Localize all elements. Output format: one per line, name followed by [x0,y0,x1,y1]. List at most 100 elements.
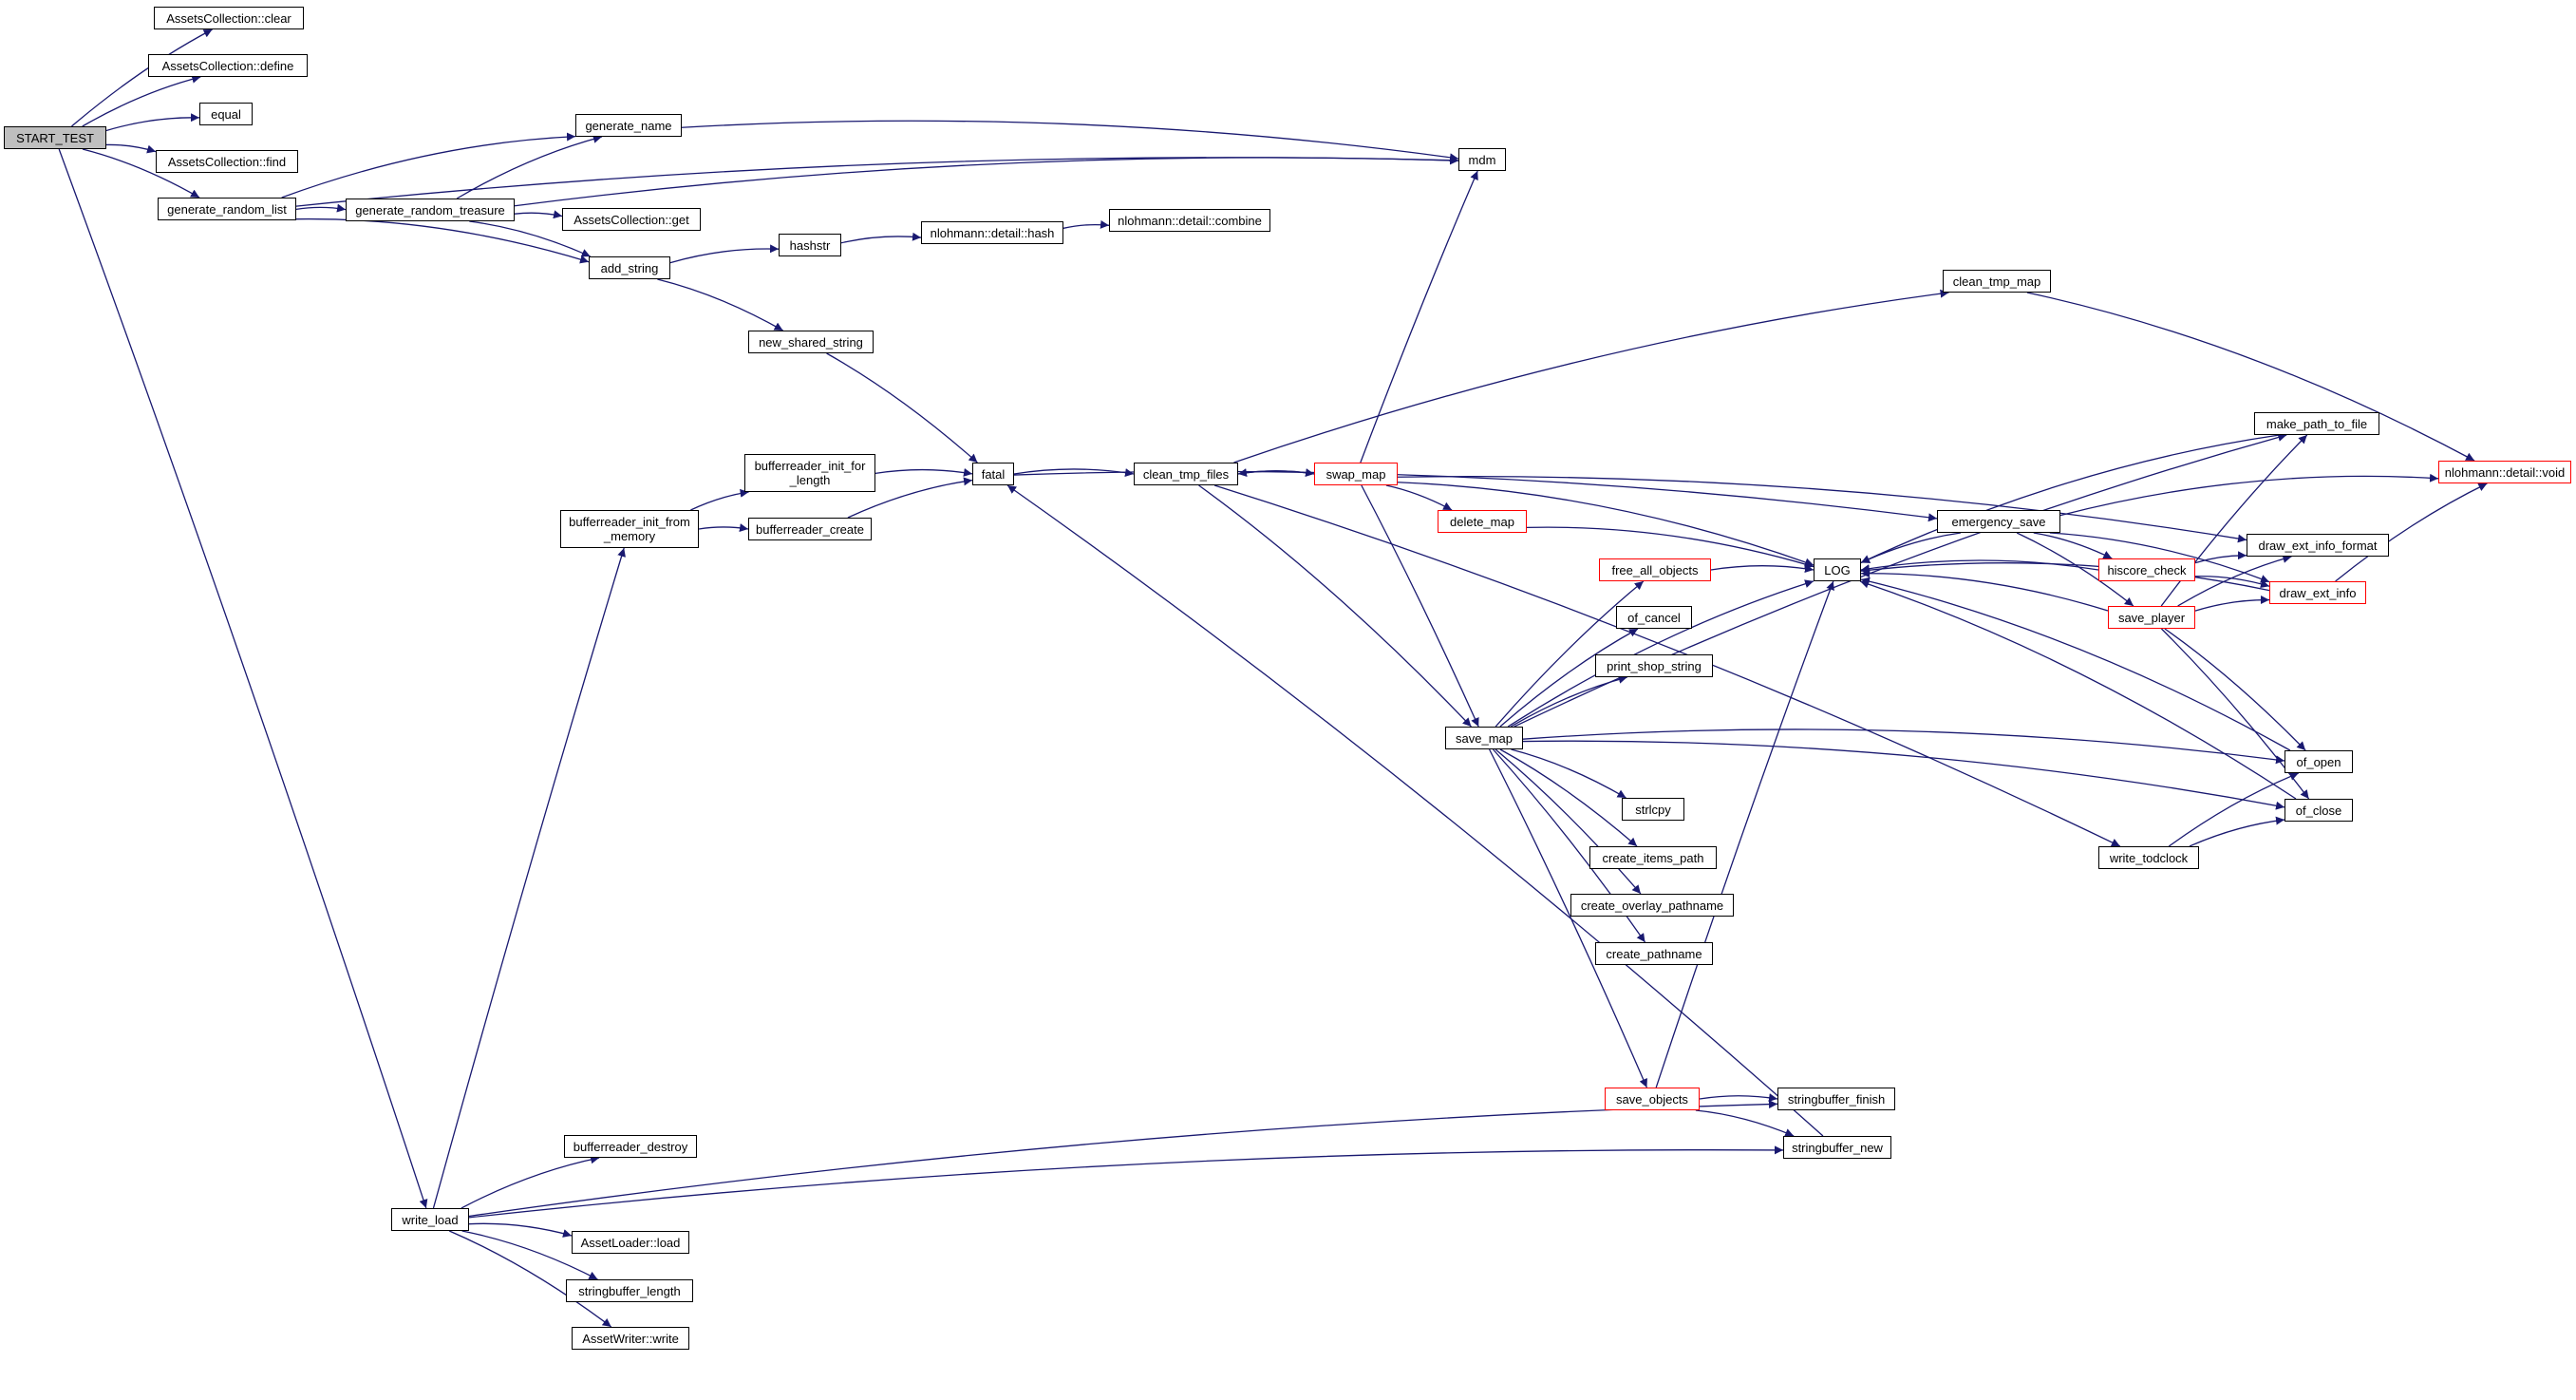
edge-start_test-to-equal [105,113,200,132]
node-strlcpy[interactable]: strlcpy [1622,798,1684,821]
edge-free_all_objects-to-log [1710,564,1814,574]
node-bufferreader-init-from-memory[interactable]: bufferreader_init_from _memory [560,510,699,548]
node-assets-collection-get[interactable]: AssetsCollection::get [562,208,701,231]
edge-gen_random_treasure-to-ac_get [514,210,563,219]
node-assets-collection-find[interactable]: AssetsCollection::find [156,150,298,173]
edge-make_path_to_file-to-log [1860,434,2280,563]
node-assets-collection-define[interactable]: AssetsCollection::define [148,54,308,77]
edge-swap_map-to-delete_map [1385,484,1453,511]
node-save-player[interactable]: save_player [2108,606,2195,629]
node-fatal[interactable]: fatal [972,463,1014,485]
edge-write_load-to-sb_length [461,1230,598,1280]
node-generate-random-list[interactable]: generate_random_list [158,198,296,220]
node-swap-map[interactable]: swap_map [1314,463,1398,485]
edge-clean_tmp_files-to-clean_tmp_map [1233,289,1949,464]
edge-gen_random_list-to-add_string [295,218,590,264]
edge-save_objects-to-sb_new [1695,1109,1795,1137]
edge-save_map-to-of_open [1522,728,2285,765]
edge-save_player-to-make_path_to_file [2160,434,2308,607]
edge-br_init_mem-to-br_init_len [690,488,749,511]
node-clean-tmp-map[interactable]: clean_tmp_map [1943,270,2051,293]
edge-clean_tmp_files-to-write_todclock [1213,484,2121,847]
node-draw-ext-info-format[interactable]: draw_ext_info_format [2247,534,2389,557]
edge-write_load-to-sb_new [468,1145,1784,1219]
edge-save_map-to-save_objects [1489,748,1648,1088]
edge-save_player-to-of_open [2164,628,2306,751]
edge-emergency_save-to-draw_ext_info [2049,532,2270,583]
edge-nl_hash-to-nl_combine [1062,219,1110,229]
edge-save_objects-to-log [1655,580,1834,1088]
node-nlohmann-void[interactable]: nlohmann::detail::void [2438,461,2571,483]
edge-clean_tmp_map-to-nl_void [2026,292,2475,462]
node-new-shared-string[interactable]: new_shared_string [748,331,874,353]
edge-start_test-to-ac_clear [71,28,213,127]
edge-add_string-to-hashstr [669,244,780,264]
edge-write_todclock-to-of_close [2189,816,2285,847]
edge-save_map-to-of_cancel [1499,628,1639,728]
edge-emergency_save-to-hiscore_check [2033,532,2113,559]
node-stringbuffer-finish[interactable]: stringbuffer_finish [1777,1088,1895,1110]
node-equal[interactable]: equal [199,103,253,125]
edge-save_map-to-strlcpy [1511,748,1626,799]
edge-swap_map-to-save_map [1361,484,1479,728]
edge-write_load-to-br_destroy [461,1155,600,1209]
edge-emergency_save-to-nl_void [2059,473,2439,517]
edge-write_load-to-sb_finish [468,1100,1778,1218]
node-log[interactable]: LOG [1814,558,1861,581]
node-free-all-objects[interactable]: free_all_objects [1599,558,1711,581]
node-assets-collection-clear[interactable]: AssetsCollection::clear [154,7,304,29]
edge-write_load-to-br_init_mem [432,547,626,1209]
node-print-shop-string[interactable]: print_shop_string [1595,654,1713,677]
edge-br_init_len-to-fatal [874,467,973,477]
node-assetwriter-write[interactable]: AssetWriter::write [572,1327,689,1350]
edge-gen_random_treasure-to-generate_name [456,134,602,199]
node-clean-tmp-files[interactable]: clean_tmp_files [1134,463,1238,485]
node-create-pathname[interactable]: create_pathname [1595,942,1713,965]
node-create-overlay-pathname[interactable]: create_overlay_pathname [1570,894,1734,917]
edge-start_test-to-ac_define [82,74,201,127]
edge-start_test-to-ac_find [105,143,157,154]
edge-of_open-to-log [1860,577,2291,751]
edge-write_load-to-aw_write [448,1230,612,1328]
node-write-todclock[interactable]: write_todclock [2098,846,2199,869]
edge-gen_random_list-to-generate_name [281,132,576,199]
node-save-objects[interactable]: save_objects [1605,1088,1700,1110]
node-draw-ext-info[interactable]: draw_ext_info [2269,581,2366,604]
node-make-path-to-file[interactable]: make_path_to_file [2254,412,2379,435]
node-bufferreader-create[interactable]: bufferreader_create [748,518,872,540]
node-of-close[interactable]: of_close [2285,799,2353,822]
node-generate-name[interactable]: generate_name [575,114,682,137]
node-mdm[interactable]: mdm [1458,148,1506,171]
node-bufferreader-destroy[interactable]: bufferreader_destroy [564,1135,697,1158]
node-start-test: START_TEST [4,126,106,149]
node-hashstr[interactable]: hashstr [779,234,841,256]
edge-delete_map-to-log [1526,526,1814,569]
node-assetloader-load[interactable]: AssetLoader::load [572,1231,689,1254]
node-stringbuffer-length[interactable]: stringbuffer_length [566,1279,693,1302]
node-of-open[interactable]: of_open [2285,750,2353,773]
node-delete-map[interactable]: delete_map [1438,510,1527,533]
node-bufferreader-init-for-length[interactable]: bufferreader_init_for _length [744,454,875,492]
edge-br_init_mem-to-br_create [698,523,749,533]
edge-gen_random_treasure-to-mdm [514,156,1459,207]
node-write-load[interactable]: write_load [391,1208,469,1231]
edge-save_player-to-log [1860,569,2109,612]
edge-start_test-to-gen_random_list [82,148,200,199]
node-of-cancel[interactable]: of_cancel [1616,606,1692,629]
node-emergency-save[interactable]: emergency_save [1937,510,2060,533]
edge-draw_ext_info-to-nl_void [2335,482,2488,582]
edge-save_map-to-of_close [1522,740,2285,810]
edge-swap_map-to-log [1397,482,1814,567]
node-add-string[interactable]: add_string [589,256,670,279]
node-create-items-path[interactable]: create_items_path [1589,846,1717,869]
node-generate-random-treasure[interactable]: generate_random_treasure [346,199,515,221]
node-hiscore-check[interactable]: hiscore_check [2098,558,2195,581]
edge-save_player-to-draw_ext_info_format [2177,555,2292,607]
node-save-map[interactable]: save_map [1445,727,1523,749]
node-nlohmann-combine[interactable]: nlohmann::detail::combine [1109,209,1270,232]
node-stringbuffer-new[interactable]: stringbuffer_new [1783,1136,1891,1159]
edge-clean_tmp_files-to-save_map [1198,484,1472,728]
node-nlohmann-hash[interactable]: nlohmann::detail::hash [921,221,1063,244]
edge-save_map-to-free_all_objects [1495,580,1645,728]
